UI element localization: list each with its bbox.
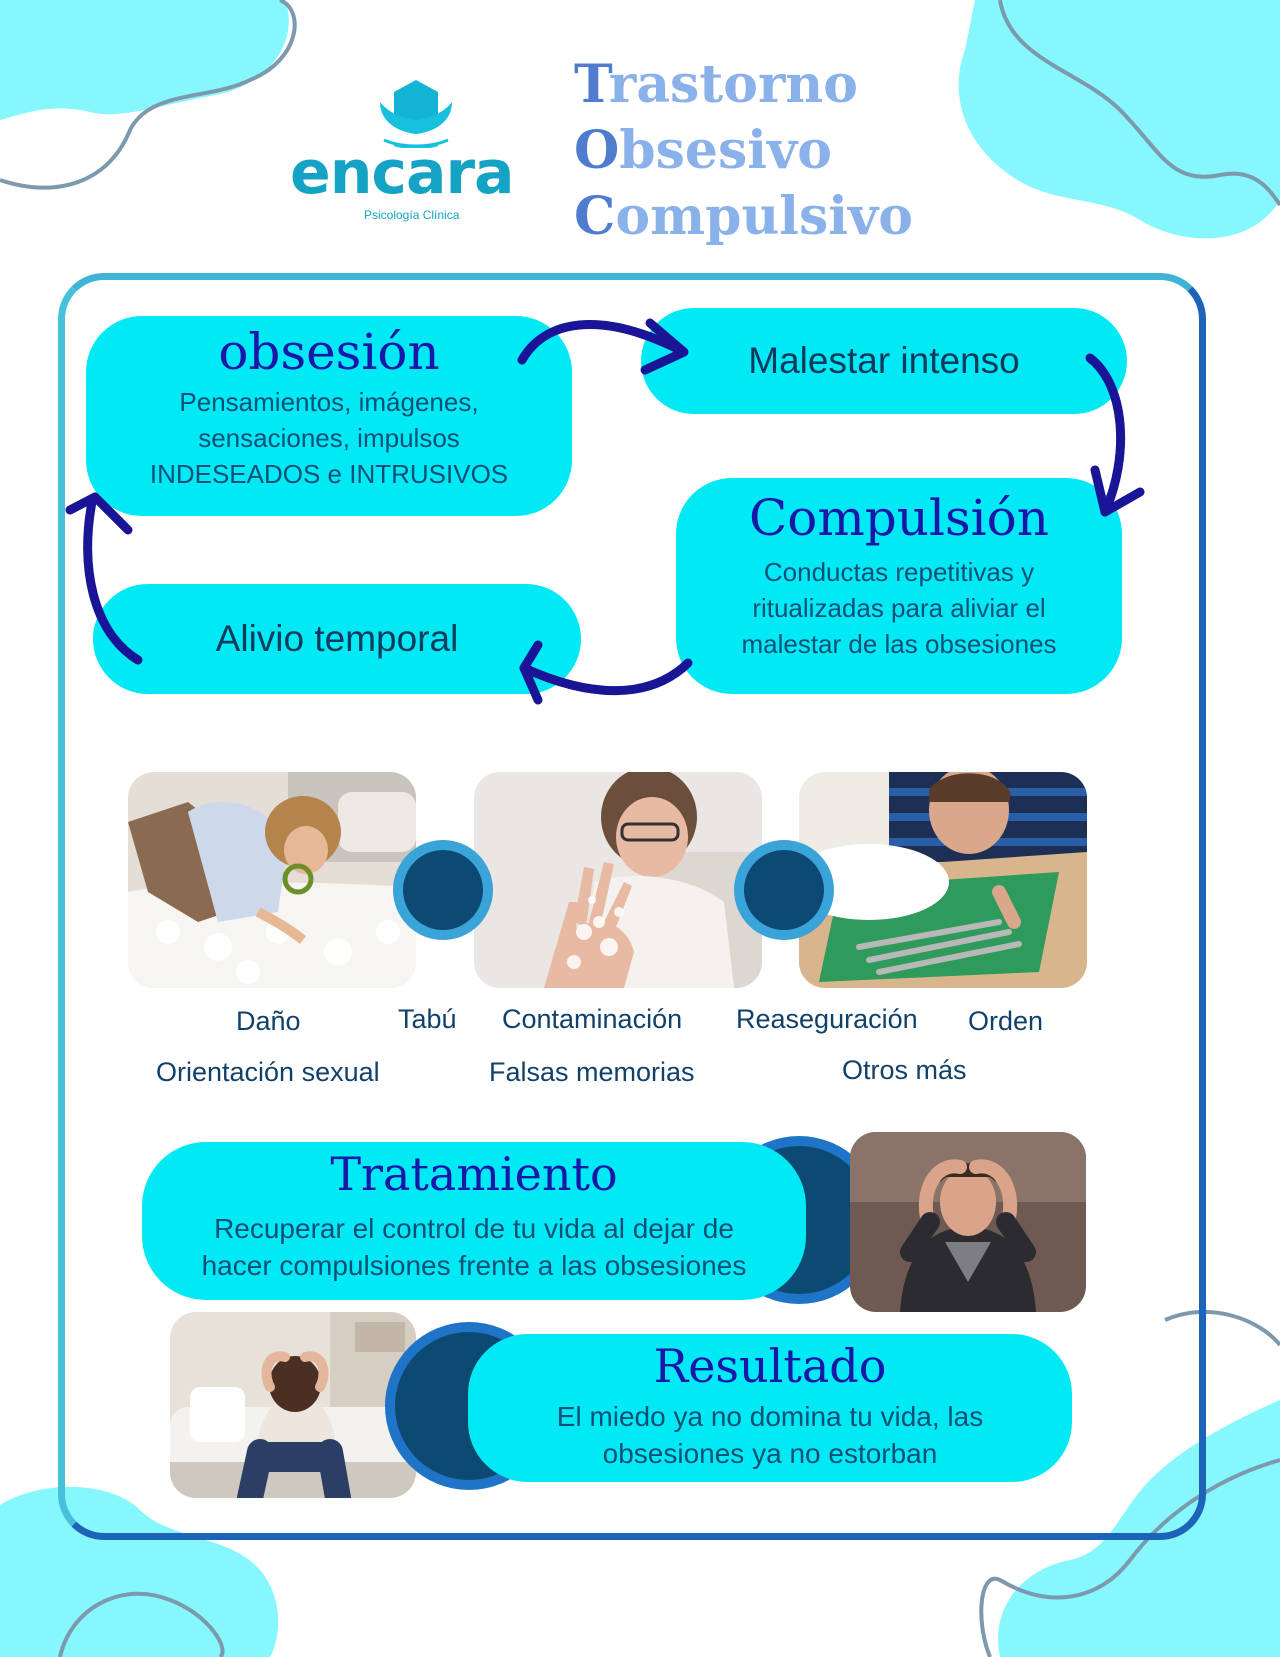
title-line-2: Obsesivo [574,120,832,181]
theme-label: Falsas memorias [489,1057,695,1087]
title-line-1: Trastorno [574,54,858,115]
treatment-box: Tratamiento Recuperar el control de tu v… [142,1142,806,1300]
content-frame [58,273,1206,1540]
result-title: Resultado [653,1339,887,1393]
compulsion-box: Compulsión Conductas repetitivas y ritua… [676,478,1122,694]
theme-label: Daño [236,1006,301,1036]
result-box: Resultado El miedo ya no domina tu vida,… [468,1334,1072,1482]
arrow-icon [1085,353,1145,517]
distress-box: Malestar intenso [641,308,1127,414]
obsession-title: obsesión [218,323,440,381]
lotus-logo-icon [380,80,452,148]
relief-label: Alivio temporal [215,618,459,659]
arrow-icon [517,318,689,375]
relief-box: Alivio temporal [93,584,581,694]
compulsion-description: Conductas repetitivas y ritualizadas par… [741,557,1057,659]
theme-label: Contaminación [502,1004,683,1034]
page-title: Trastorno Obsesivo Compulsivo [574,52,913,250]
theme-label: Orden [968,1006,1044,1036]
arrow-icon [65,492,143,665]
compulsion-title: Compulsión [749,489,1049,547]
person-inspecting-carpet-icon [128,772,416,988]
logo-wordmark: encara [290,138,515,208]
treatment-description: Recuperar el control de tu vida al dejar… [201,1213,747,1281]
photo-stressed-man [850,1132,1086,1312]
obsession-box: obsesión Pensamientos, imágenes, sensaci… [86,316,572,516]
theme-label: Orientación sexual [156,1057,380,1087]
obsession-description: Pensamientos, imágenes, sensaciones, imp… [149,387,509,489]
distress-label: Malestar intenso [748,340,1020,381]
theme-label: Otros más [842,1055,967,1085]
photo-aligning-cutlery [799,772,1087,988]
treatment-title: Tratamiento [330,1147,618,1201]
logo-tagline: Psicología Clínica [364,208,460,222]
stressed-man-icon [850,1132,1086,1312]
result-description: El miedo ya no domina tu vida, las obses… [556,1401,984,1469]
arrow-icon [519,640,693,705]
theme-label: Reaseguración [736,1004,918,1034]
theme-label: Tabú [398,1004,457,1034]
title-line-3: Compulsivo [574,186,913,247]
photo-carpet-magnifier [128,772,416,988]
person-aligning-cutlery-icon [799,772,1087,988]
